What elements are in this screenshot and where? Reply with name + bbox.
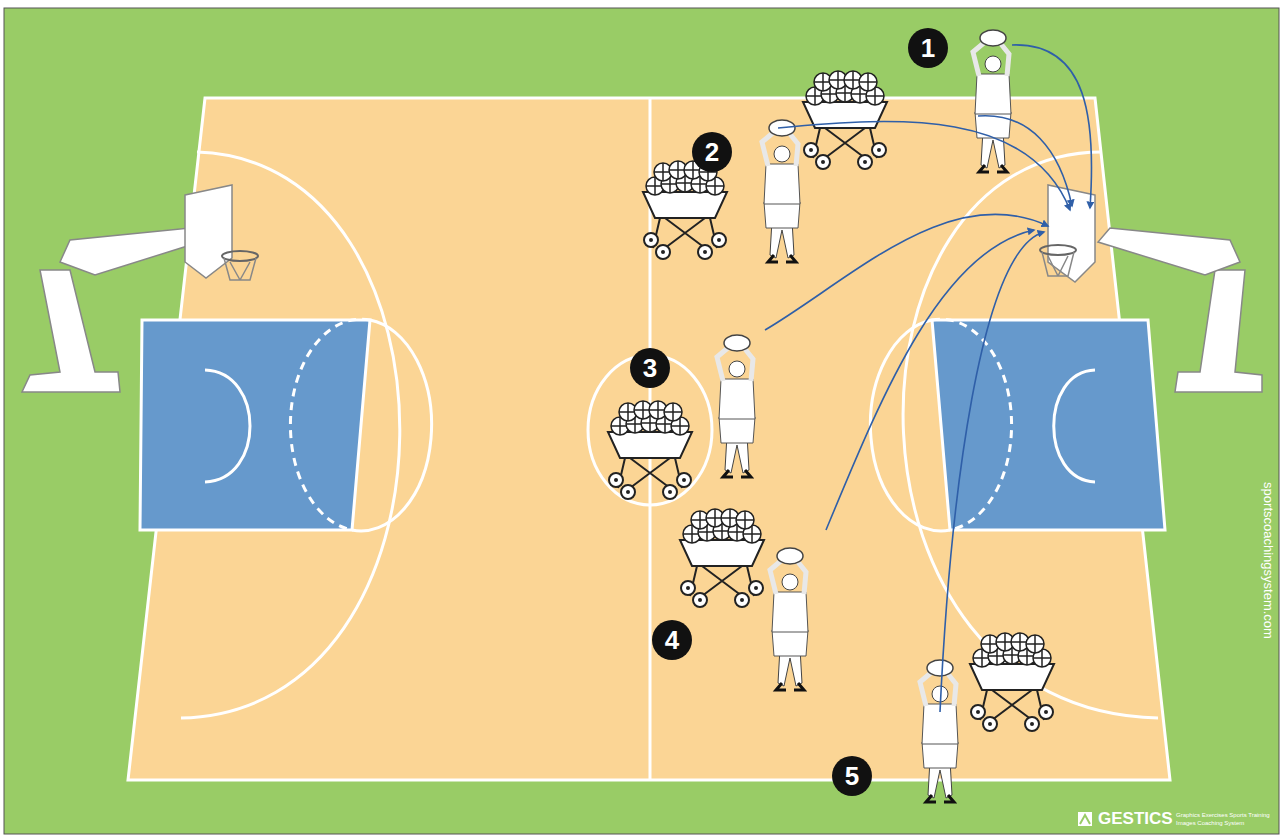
basket-stand bbox=[22, 185, 258, 392]
key-area bbox=[140, 320, 370, 530]
callout-circle: 4 bbox=[651, 619, 693, 661]
callout-number: 1 bbox=[921, 35, 935, 61]
ball-cart bbox=[643, 161, 727, 259]
ball-cart bbox=[680, 509, 764, 607]
free-throw-circle bbox=[932, 319, 1012, 530]
restricted-arc bbox=[1054, 370, 1095, 482]
player-figure bbox=[770, 548, 808, 690]
ball-cart bbox=[803, 71, 887, 169]
basket-stand bbox=[1040, 185, 1262, 392]
ball-cart bbox=[970, 633, 1054, 731]
logo-icon bbox=[1078, 812, 1092, 826]
callout-circle: 2 bbox=[691, 131, 733, 173]
player-figure bbox=[717, 335, 755, 477]
callout-circle: 1 bbox=[907, 27, 949, 69]
callout-number: 4 bbox=[665, 627, 679, 653]
logo-text: GESTICS bbox=[1098, 810, 1173, 827]
callout-number: 3 bbox=[643, 355, 657, 381]
logo-subtitle: Images Coaching System bbox=[1176, 820, 1244, 826]
free-throw-circle bbox=[870, 320, 950, 531]
ball-cart bbox=[608, 401, 692, 499]
callout-number: 5 bbox=[845, 763, 859, 789]
field-ground bbox=[4, 8, 1279, 834]
player-figure bbox=[920, 660, 958, 802]
court-floor bbox=[128, 98, 1170, 780]
callout-number: 2 bbox=[705, 139, 719, 165]
restricted-arc bbox=[205, 370, 250, 482]
watermark: sportscoachingsystem.com bbox=[1262, 482, 1275, 639]
center-circle bbox=[588, 355, 712, 505]
logo-icon bbox=[1080, 815, 1090, 824]
logo-subtitle: Graphics Exercises Sports Training bbox=[1176, 812, 1270, 818]
free-throw-circle bbox=[352, 320, 432, 531]
shot-arrow bbox=[765, 45, 1092, 712]
callout-circle: 3 bbox=[629, 347, 671, 389]
player-figure bbox=[762, 120, 800, 262]
free-throw-circle bbox=[290, 319, 370, 530]
callout-circle: 5 bbox=[831, 755, 873, 797]
player-figure bbox=[973, 30, 1011, 172]
